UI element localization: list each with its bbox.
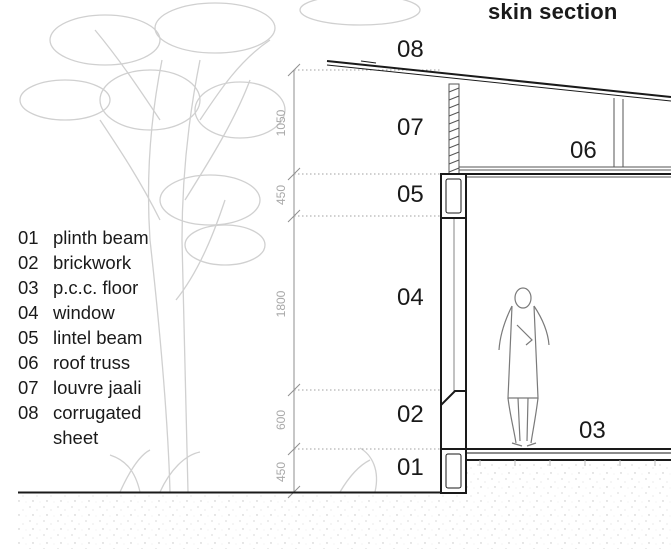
tag-plinth-beam: 01 — [397, 454, 424, 481]
dimension-1050: 1050 — [274, 109, 288, 136]
roof-sheet — [326, 60, 671, 102]
louvre-jaali — [448, 83, 460, 175]
legend-number: 03 — [18, 277, 39, 298]
dimension-1800: 1800 — [274, 290, 288, 317]
tree-sketch — [19, 0, 421, 493]
legend-number: 02 — [18, 252, 39, 273]
ground-under-floor — [466, 462, 671, 493]
legend-number: 04 — [18, 302, 39, 323]
legend: 01 plinth beam 02 brickwork 03 p.c.c. floor… — [18, 225, 149, 450]
wall — [440, 173, 671, 492]
brickwork — [440, 390, 467, 450]
ground-fill — [18, 493, 671, 549]
extension-lines — [294, 69, 440, 450]
roof-truss — [459, 98, 671, 171]
legend-number: 01 — [18, 227, 39, 248]
legend-label: roof truss — [53, 352, 131, 373]
legend-item: 07 louvre jaali — [18, 375, 149, 400]
legend-label: brickwork — [53, 252, 132, 273]
plinth-beam — [440, 448, 467, 494]
person-figure — [498, 287, 550, 447]
tag-pcc-floor: 03 — [579, 417, 606, 444]
tag-corrugated-sheet: 08 — [397, 36, 424, 63]
lintel-beam — [440, 173, 467, 219]
legend-label: sheet — [53, 427, 99, 448]
tag-window: 04 — [397, 284, 424, 311]
legend-label: lintel beam — [53, 327, 143, 348]
tag-roof-truss: 06 — [570, 137, 597, 164]
legend-label: p.c.c. floor — [53, 277, 139, 298]
legend-number: 07 — [18, 377, 39, 398]
legend-number: 06 — [18, 352, 39, 373]
legend-item: 06 roof truss — [18, 350, 149, 375]
legend-item: sheet — [18, 425, 149, 450]
dimension-600: 600 — [274, 410, 288, 430]
legend-label: plinth beam — [53, 227, 149, 248]
legend-label: louvre jaali — [53, 377, 142, 398]
legend-number: 05 — [18, 327, 39, 348]
legend-label: window — [53, 302, 115, 323]
legend-label: corrugated — [53, 402, 142, 423]
diagram-title: skin section — [488, 0, 618, 24]
dimension-450-lower: 450 — [274, 462, 288, 482]
tag-brickwork: 02 — [397, 401, 424, 428]
pcc-floor — [466, 448, 671, 466]
legend-item: 05 lintel beam — [18, 325, 149, 350]
tag-louvre-jaali: 07 — [397, 114, 424, 141]
legend-item: 08 corrugated — [18, 400, 149, 425]
legend-item: 01 plinth beam — [18, 225, 149, 250]
dimension-chain — [287, 63, 301, 499]
legend-number — [18, 425, 53, 450]
legend-item: 02 brickwork — [18, 250, 149, 275]
legend-item: 04 window — [18, 300, 149, 325]
legend-number: 08 — [18, 402, 39, 423]
dimension-450-upper: 450 — [274, 185, 288, 205]
legend-item: 03 p.c.c. floor — [18, 275, 149, 300]
tag-lintel-beam: 05 — [397, 181, 424, 208]
